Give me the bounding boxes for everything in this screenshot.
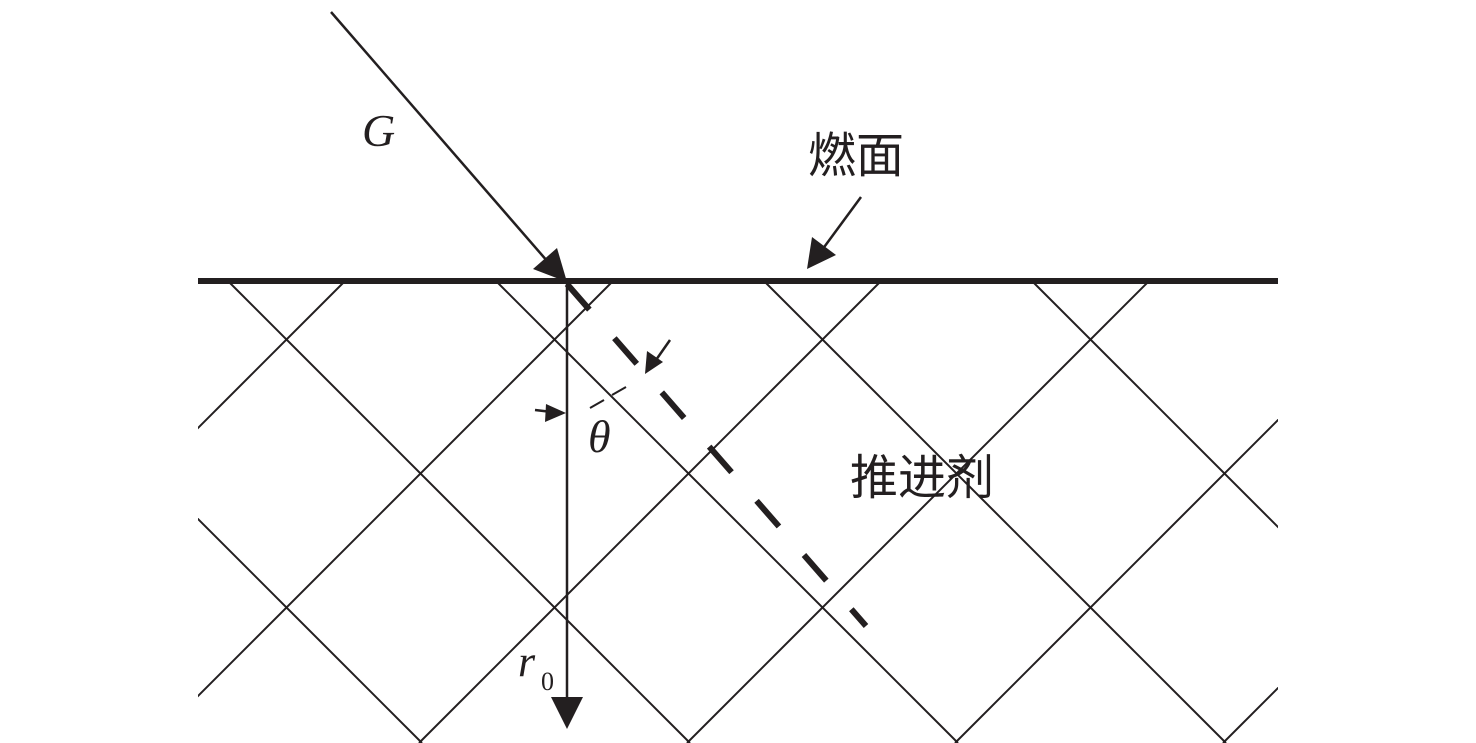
angle-right-arrowhead	[645, 351, 663, 374]
angle-right-arrow-shaft	[654, 339, 672, 361]
burning-surface-label: 燃面	[808, 128, 904, 184]
burn-rate-vector-arrowhead	[551, 697, 583, 729]
angle-dimension-dash-2	[611, 386, 627, 396]
gas-flow-label: G	[362, 105, 395, 156]
angle-left-arrowhead	[545, 404, 566, 422]
hatch-line-descending	[496, 282, 959, 743]
hatch-line-ascending	[0, 282, 76, 743]
hatch-line-ascending	[954, 418, 1278, 743]
hatch-line-ascending	[198, 282, 345, 430]
gas-flow-arrowhead	[533, 248, 567, 282]
hatch-line-descending	[228, 282, 691, 743]
angle-dimension-dash-1	[589, 399, 605, 409]
burning-surface-pointer-arrowhead	[807, 237, 836, 269]
burn-rate-subscript: 0	[541, 667, 554, 696]
inclined-dashed-line	[564, 282, 869, 628]
burning-surface-pointer-shaft	[820, 196, 863, 251]
hatch-line-descending	[1032, 282, 1278, 529]
propellant-crosshatch	[0, 282, 1476, 743]
hatch-line-descending	[1301, 282, 1476, 743]
hatch-line-descending	[764, 282, 1227, 743]
hatch-line-descending	[198, 517, 423, 743]
hatch-line-ascending	[418, 282, 881, 743]
hatch-line-descending	[0, 282, 154, 743]
gas-flow-arrow-shaft	[330, 11, 549, 263]
hatch-line-ascending	[198, 282, 613, 698]
hatch-line-ascending	[686, 282, 1149, 743]
hatch-line-ascending	[1222, 686, 1278, 743]
burn-rate-label: r	[518, 637, 536, 686]
propellant-label: 推进剂	[850, 450, 994, 506]
angle-theta-label: θ	[588, 411, 611, 462]
